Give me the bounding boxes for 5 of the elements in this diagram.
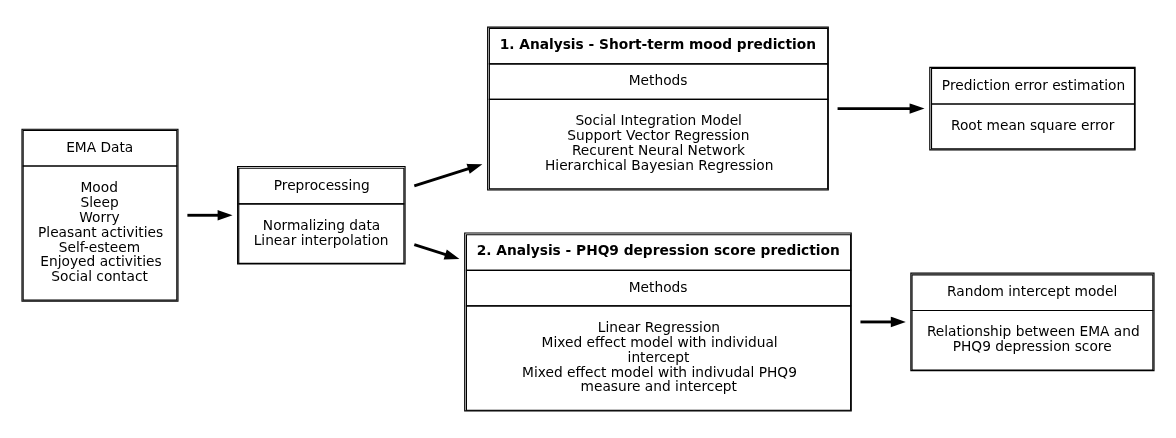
arrow	[413, 243, 460, 260]
arrow	[860, 316, 906, 328]
arrow	[413, 163, 483, 188]
arrow	[837, 103, 925, 114]
arrow	[187, 210, 233, 221]
